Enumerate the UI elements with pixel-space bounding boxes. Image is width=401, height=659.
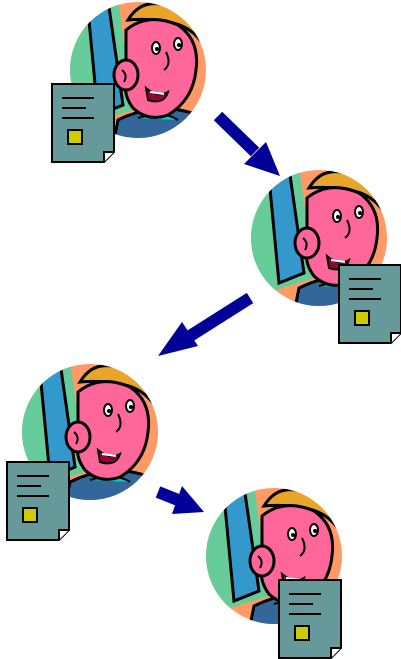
person-node-3 [7, 360, 160, 540]
document-icon [339, 265, 401, 343]
person-node-1 [52, 0, 208, 162]
document-icon [52, 84, 114, 162]
person-node-2 [249, 166, 401, 343]
document-icon [279, 580, 341, 658]
person-node-4 [204, 484, 344, 658]
document-icon [7, 462, 69, 540]
flow-arrow-3 [158, 486, 204, 514]
flow-arrow-2 [158, 298, 250, 356]
flow-arrow-1 [218, 116, 280, 176]
